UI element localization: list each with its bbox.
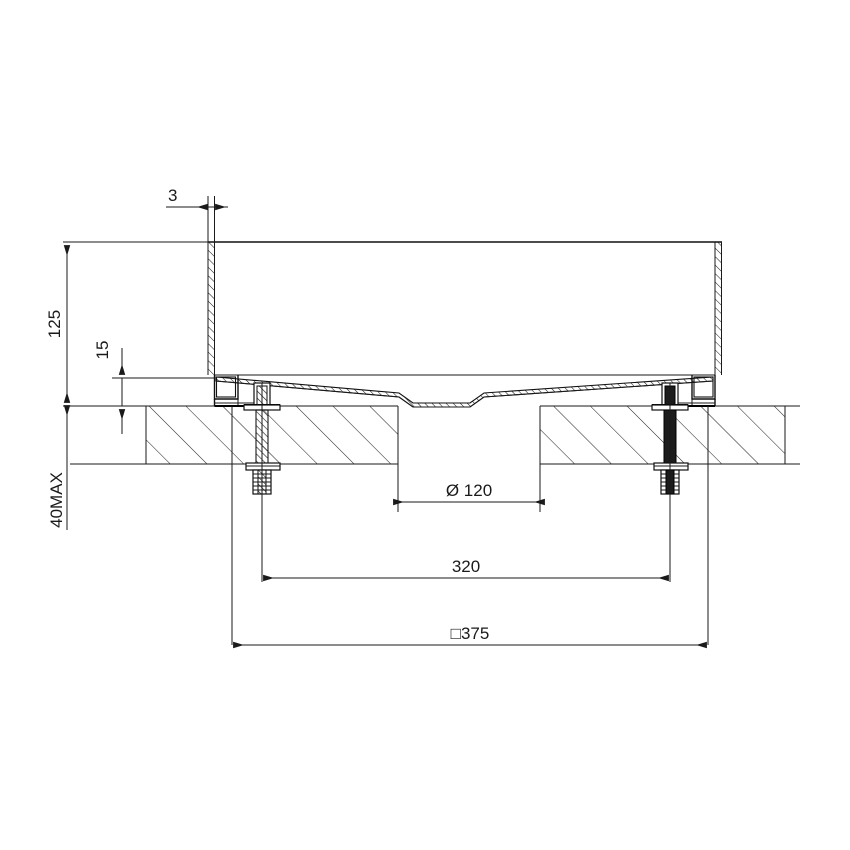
dimension-centre-bore: Ø 120 xyxy=(393,481,545,506)
dimension-label-bolt-spacing: 320 xyxy=(452,557,480,576)
dimension-wall-thickness: 3 xyxy=(166,186,228,242)
floor-slab-right xyxy=(539,405,786,465)
pan-outer-body xyxy=(207,241,722,375)
dimension-label-centre-bore: Ø 120 xyxy=(446,481,492,500)
dimension-label-overall-height: 125 xyxy=(45,310,64,338)
dimension-bolt-spacing: 320 xyxy=(261,494,671,582)
tray-bottom-sheet xyxy=(214,374,715,408)
dimension-rim-offset: 15 xyxy=(93,341,214,434)
dimension-overall-height: 125 xyxy=(45,241,208,407)
dimension-label-overall-square: □375 xyxy=(451,624,490,643)
dimension-overall-square: □375 xyxy=(231,406,709,649)
right-bolt-assembly xyxy=(651,382,689,582)
dimension-slab-thickness: 40MAX xyxy=(47,405,71,530)
dimension-label-slab-thickness: 40MAX xyxy=(47,472,66,528)
dimension-label-rim-offset: 15 xyxy=(93,341,112,360)
floor-slab-left xyxy=(145,405,399,465)
dimension-label-wall-thickness: 3 xyxy=(168,186,177,205)
